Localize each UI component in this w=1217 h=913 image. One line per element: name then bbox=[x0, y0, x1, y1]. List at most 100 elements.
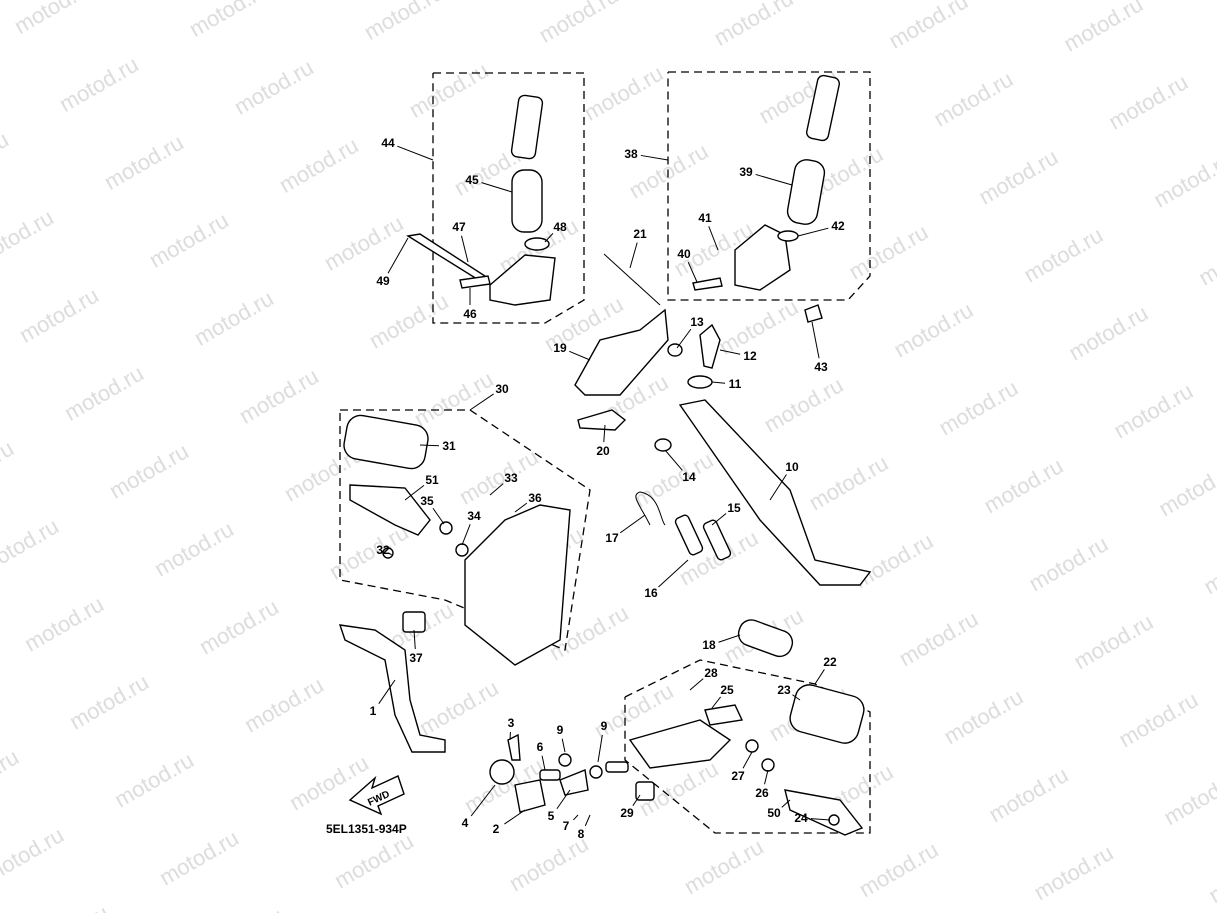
leader-line-20 bbox=[603, 424, 606, 443]
callout-label-10: 10 bbox=[785, 460, 799, 474]
leader-line-6 bbox=[541, 755, 546, 771]
callout-label-21: 21 bbox=[633, 227, 647, 241]
leader-line-36 bbox=[514, 502, 528, 513]
callout-label-41: 41 bbox=[698, 211, 712, 225]
callout-label-5: 5 bbox=[547, 809, 555, 823]
leader-line-44 bbox=[397, 145, 434, 161]
leader-line-33 bbox=[489, 483, 504, 496]
leader-line-43 bbox=[811, 321, 820, 359]
leader-line-37 bbox=[413, 629, 416, 650]
pedal-linkage-parts bbox=[489, 733, 629, 813]
leader-line-10 bbox=[769, 474, 787, 501]
leader-line-45 bbox=[481, 182, 513, 193]
callout-label-33: 33 bbox=[504, 471, 518, 485]
callout-label-16: 16 bbox=[644, 586, 658, 600]
callout-label-15: 15 bbox=[727, 501, 741, 515]
leader-line-17 bbox=[619, 514, 646, 534]
callout-label-13: 13 bbox=[690, 315, 704, 329]
callout-label-28: 28 bbox=[704, 666, 718, 680]
callout-label-18: 18 bbox=[702, 638, 716, 652]
leader-lines bbox=[378, 145, 831, 827]
callout-label-38: 38 bbox=[624, 147, 638, 161]
callout-label-51: 51 bbox=[425, 473, 439, 487]
left-footrest-assembly bbox=[343, 414, 571, 666]
callout-label-43: 43 bbox=[814, 360, 828, 374]
callout-label-11: 11 bbox=[728, 377, 742, 391]
callout-label-27: 27 bbox=[731, 769, 745, 783]
leader-line-47 bbox=[461, 235, 469, 263]
leader-line-18 bbox=[718, 634, 741, 643]
left-grip-assembly bbox=[406, 94, 556, 306]
callout-label-9: 9 bbox=[600, 719, 608, 733]
callout-label-6: 6 bbox=[536, 740, 544, 754]
leader-line-15 bbox=[711, 513, 727, 526]
callout-label-22: 22 bbox=[823, 655, 837, 669]
leader-line-7 bbox=[573, 814, 579, 821]
callout-label-40: 40 bbox=[677, 247, 691, 261]
callout-label-48: 48 bbox=[553, 220, 567, 234]
leader-line-8 bbox=[584, 814, 591, 827]
callout-label-42: 42 bbox=[831, 219, 845, 233]
leader-line-11 bbox=[711, 381, 726, 384]
callout-label-25: 25 bbox=[720, 683, 734, 697]
leader-line-26 bbox=[764, 769, 769, 785]
leader-line-41 bbox=[708, 226, 719, 251]
callout-label-32: 32 bbox=[376, 543, 390, 557]
callout-label-45: 45 bbox=[465, 173, 479, 187]
callout-label-23: 23 bbox=[777, 683, 791, 697]
callout-label-36: 36 bbox=[528, 491, 542, 505]
callout-label-7: 7 bbox=[562, 819, 570, 833]
leader-line-14 bbox=[664, 449, 683, 471]
callout-label-47: 47 bbox=[452, 220, 466, 234]
leader-line-39 bbox=[755, 173, 793, 186]
leader-line-27 bbox=[742, 751, 753, 769]
leader-line-49 bbox=[387, 237, 409, 274]
callout-label-29: 29 bbox=[620, 806, 634, 820]
callout-label-2: 2 bbox=[492, 822, 500, 836]
leader-line-35 bbox=[432, 507, 445, 525]
callout-label-17: 17 bbox=[605, 531, 619, 545]
leader-line-13 bbox=[676, 328, 692, 349]
leader-line-4 bbox=[470, 784, 496, 817]
group-box-44 bbox=[432, 72, 585, 324]
callout-label-1: 1 bbox=[369, 704, 377, 718]
callout-label-9: 9 bbox=[556, 723, 564, 737]
leader-line-2 bbox=[504, 809, 526, 825]
callout-label-35: 35 bbox=[420, 494, 434, 508]
callout-label-20: 20 bbox=[596, 444, 610, 458]
callout-label-46: 46 bbox=[463, 307, 477, 321]
leader-line-38 bbox=[640, 154, 669, 161]
leader-line-1 bbox=[378, 679, 396, 704]
callout-label-4: 4 bbox=[461, 816, 469, 830]
leader-line-51 bbox=[404, 484, 425, 501]
callout-label-37: 37 bbox=[409, 651, 423, 665]
leader-line-22 bbox=[814, 669, 825, 685]
brake-pedal bbox=[338, 611, 446, 753]
leader-line-42 bbox=[797, 227, 829, 237]
leader-line-48 bbox=[544, 233, 554, 243]
leader-line-40 bbox=[687, 261, 698, 283]
drawing-code: 5EL1351-934P bbox=[326, 822, 407, 836]
leader-line-32 bbox=[387, 552, 392, 556]
callout-label-50: 50 bbox=[767, 806, 781, 820]
leader-line-50 bbox=[781, 799, 791, 808]
callout-label-3: 3 bbox=[507, 716, 515, 730]
leader-line-23 bbox=[792, 694, 801, 701]
leader-line-29 bbox=[632, 794, 641, 806]
callout-label-39: 39 bbox=[739, 165, 753, 179]
leader-line-21 bbox=[629, 242, 638, 269]
callout-label-19: 19 bbox=[553, 341, 567, 355]
callout-label-14: 14 bbox=[682, 470, 696, 484]
leader-line-24 bbox=[810, 818, 831, 821]
leader-line-16 bbox=[658, 559, 689, 588]
right-grip-assembly bbox=[692, 74, 840, 323]
callout-label-26: 26 bbox=[755, 786, 769, 800]
leader-line-9 bbox=[597, 734, 603, 763]
callout-label-24: 24 bbox=[794, 811, 808, 825]
leader-line-12 bbox=[719, 349, 741, 355]
callout-label-44: 44 bbox=[381, 136, 395, 150]
group-box-38 bbox=[667, 71, 871, 301]
leader-line-30 bbox=[469, 393, 494, 411]
